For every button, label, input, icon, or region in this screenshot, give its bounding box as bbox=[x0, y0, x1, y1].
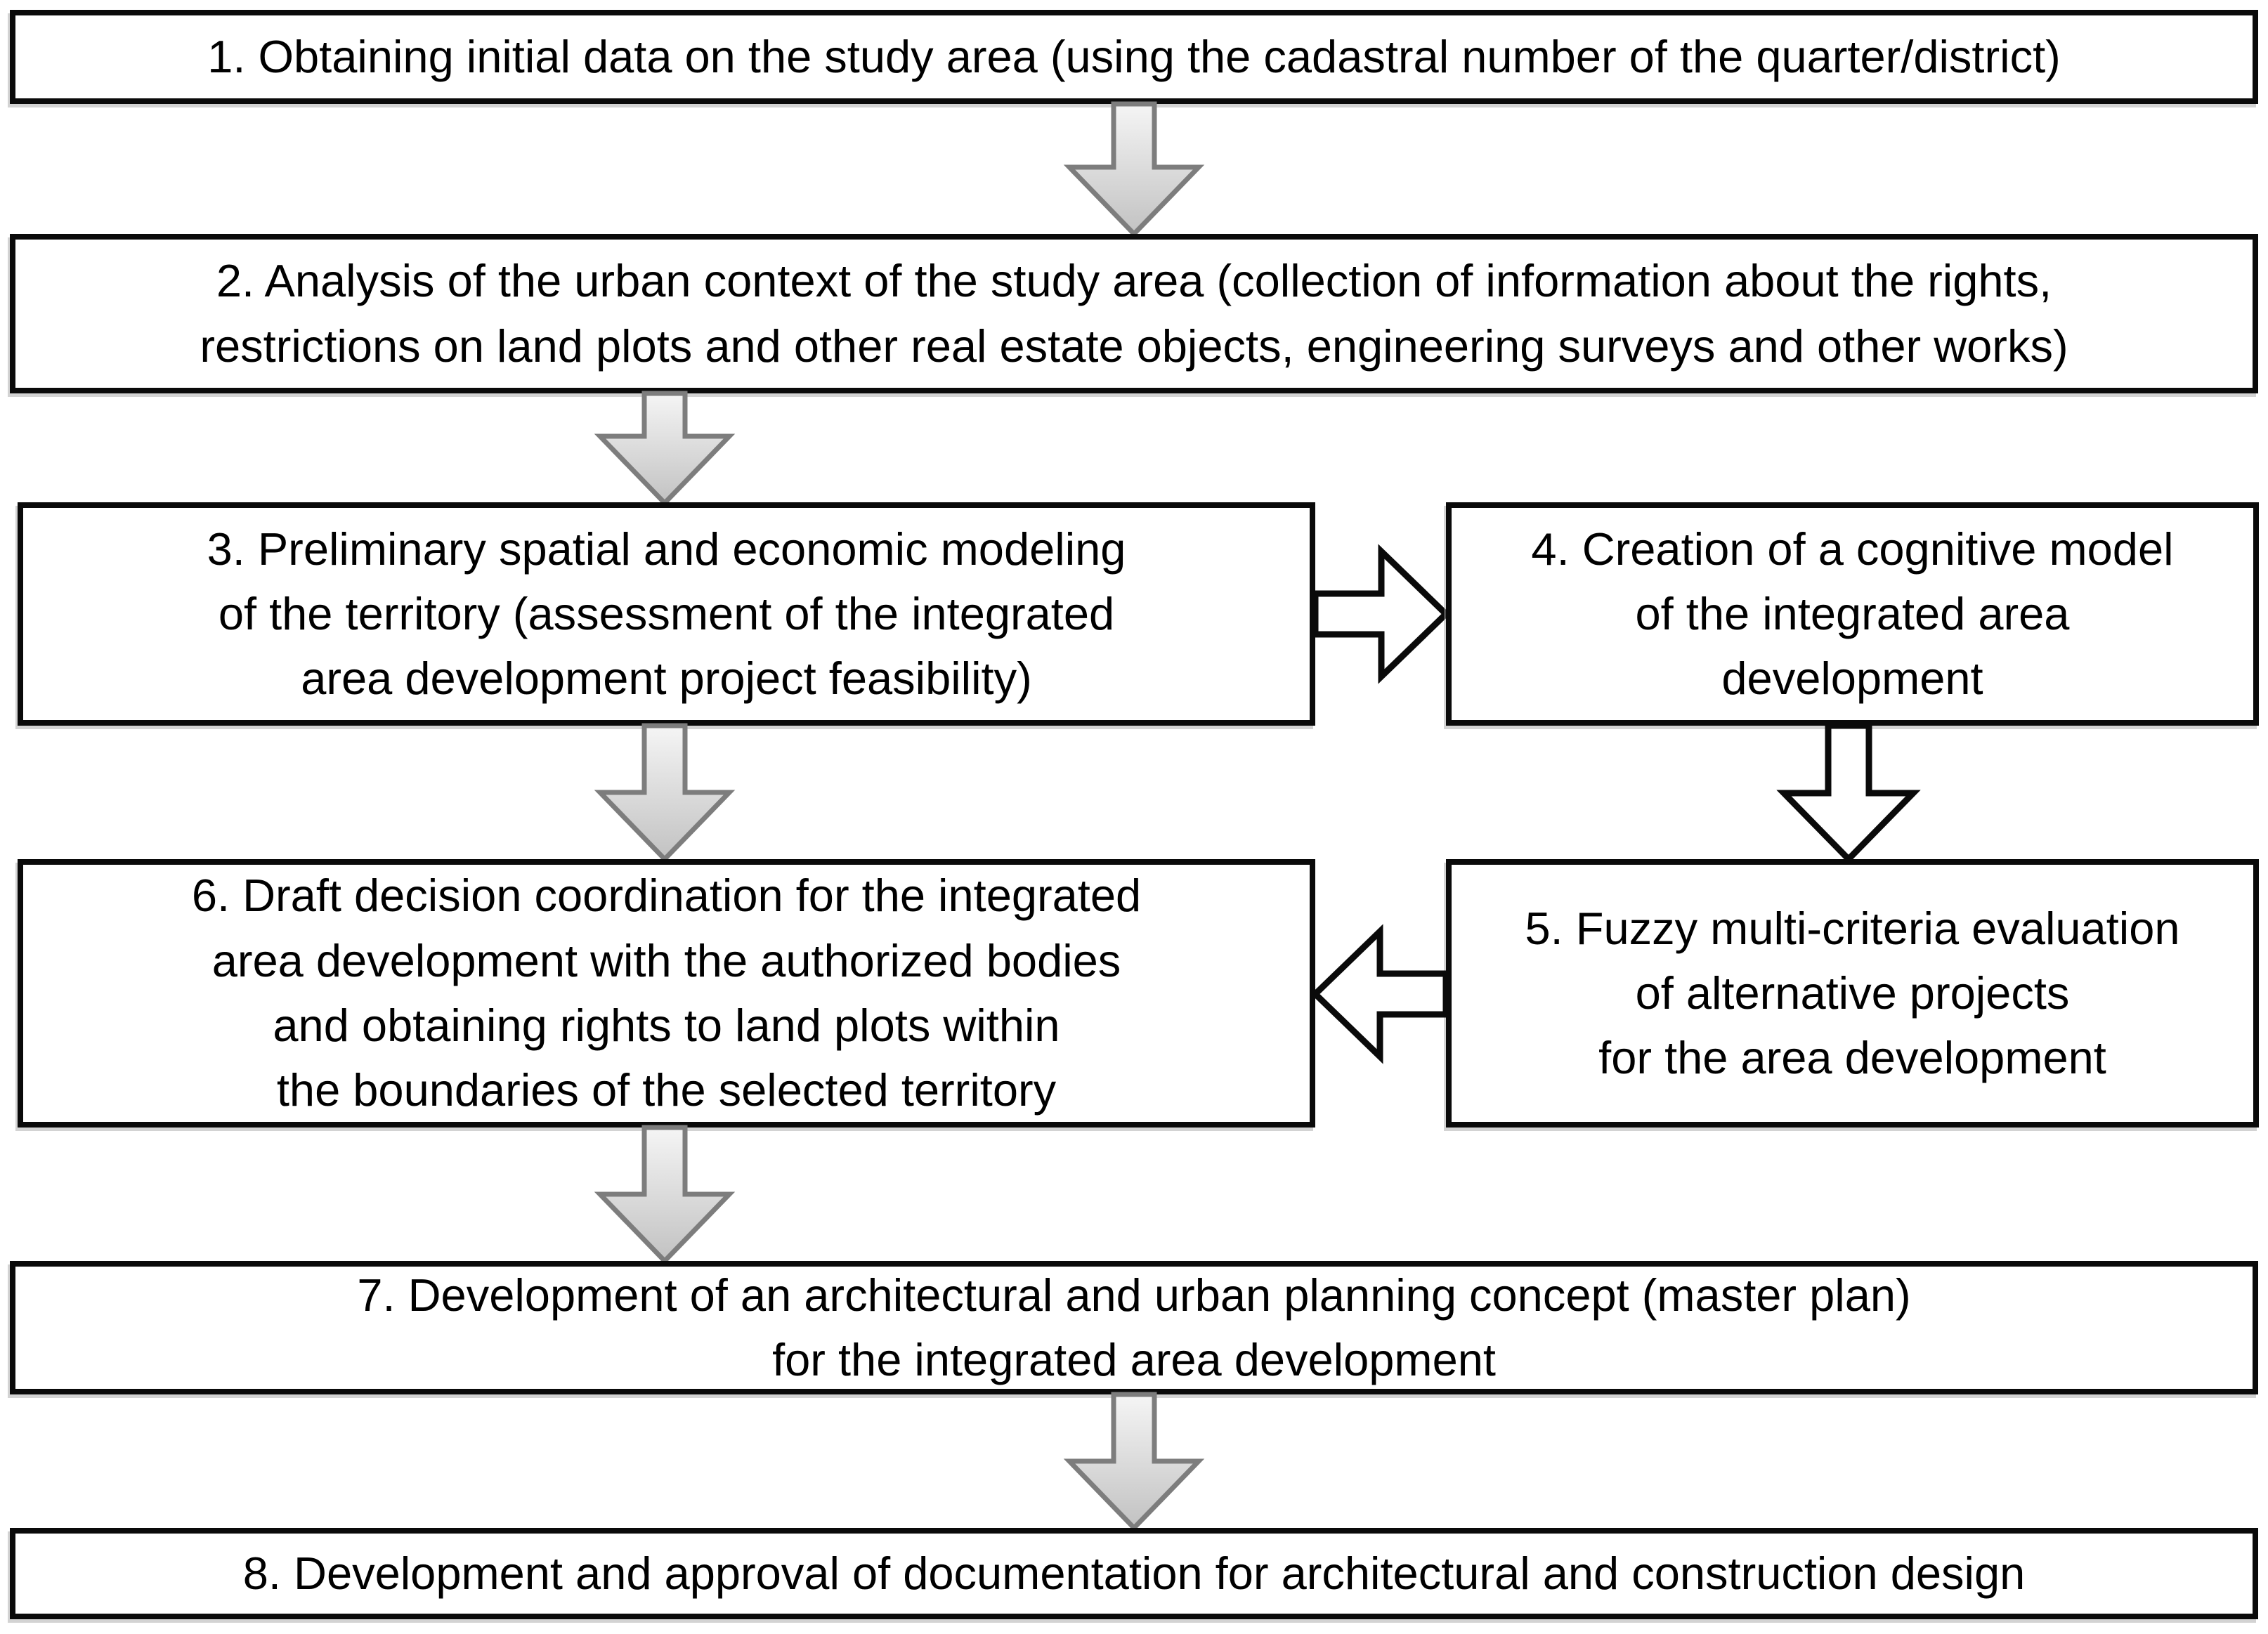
step-1-text: 1. Obtaining initial data on the study a… bbox=[207, 30, 2061, 82]
arrow-2-to-3-shape bbox=[594, 391, 736, 507]
arrow-4-to-5 bbox=[1776, 722, 1921, 864]
step-5-text: 5. Fuzzy multi-criteria evaluation of al… bbox=[1525, 902, 2180, 1084]
step-8-text: 8. Development and approval of documenta… bbox=[242, 1547, 2026, 1599]
arrow-3-to-4-shape bbox=[1312, 544, 1451, 684]
arrow-3-to-6 bbox=[594, 723, 736, 863]
arrow-5-to-6 bbox=[1310, 924, 1449, 1064]
arrow-3-to-4 bbox=[1312, 544, 1451, 684]
arrow-6-to-7 bbox=[594, 1125, 736, 1265]
step-6-box: 6. Draft decision coordination for the i… bbox=[18, 859, 1315, 1128]
step-4-text: 4. Creation of a cognitive model of the … bbox=[1531, 523, 2174, 705]
arrow-1-to-2 bbox=[1063, 101, 1205, 238]
step-2-box: 2. Analysis of the urban context of the … bbox=[10, 234, 2258, 393]
step-4-box: 4. Creation of a cognitive model of the … bbox=[1446, 502, 2259, 726]
step-6-text: 6. Draft decision coordination for the i… bbox=[191, 870, 1142, 1116]
step-3-text: 3. Preliminary spatial and economic mode… bbox=[207, 523, 1126, 705]
step-1-box: 1. Obtaining initial data on the study a… bbox=[10, 10, 2258, 104]
step-7-text: 7. Development of an architectural and u… bbox=[357, 1269, 1911, 1385]
arrow-2-to-3 bbox=[594, 391, 736, 507]
step-3-box: 3. Preliminary spatial and economic mode… bbox=[18, 502, 1315, 726]
arrow-5-to-6-shape bbox=[1310, 924, 1449, 1064]
arrow-3-to-6-shape bbox=[594, 723, 736, 863]
arrow-7-to-8-shape bbox=[1063, 1392, 1205, 1532]
step-2-text: 2. Analysis of the urban context of the … bbox=[200, 255, 2068, 372]
step-8-box: 8. Development and approval of documenta… bbox=[10, 1528, 2258, 1619]
arrow-6-to-7-shape bbox=[594, 1125, 736, 1265]
step-5-box: 5. Fuzzy multi-criteria evaluation of al… bbox=[1446, 859, 2259, 1128]
arrow-4-to-5-shape bbox=[1776, 722, 1921, 864]
arrow-1-to-2-shape bbox=[1063, 101, 1205, 238]
arrow-7-to-8 bbox=[1063, 1392, 1205, 1532]
step-7-box: 7. Development of an architectural and u… bbox=[10, 1261, 2258, 1394]
